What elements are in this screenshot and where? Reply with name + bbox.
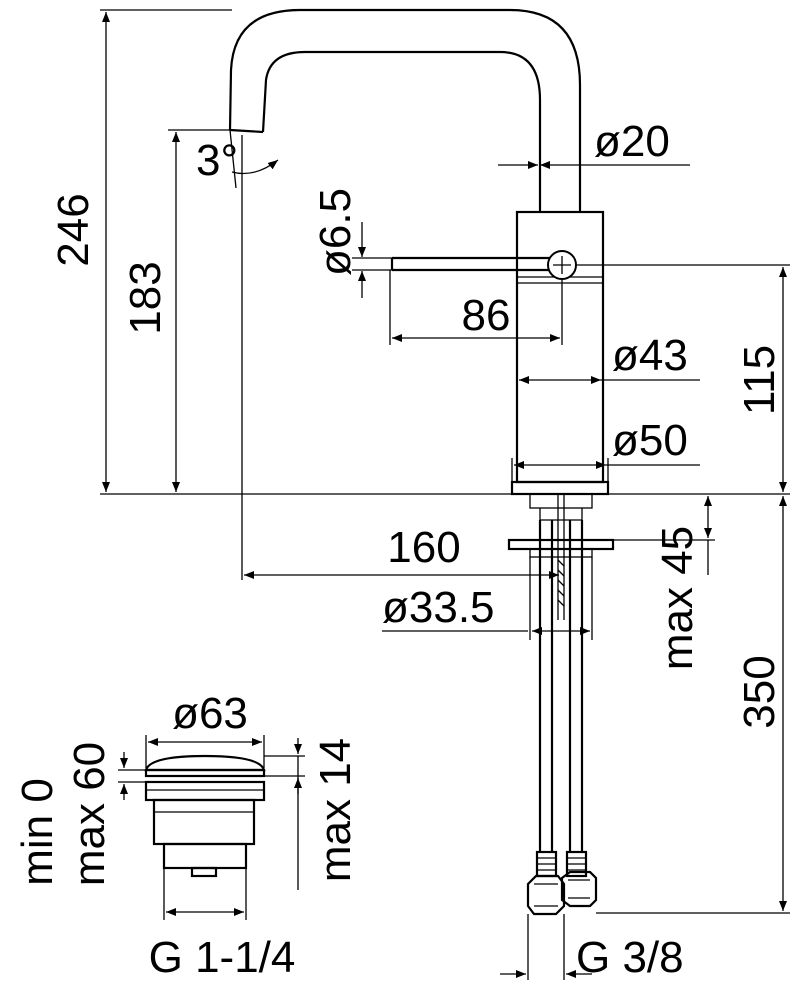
label-d63: ø63	[172, 689, 248, 738]
faucet-dimension-lines	[100, 9, 790, 980]
faucet-outline	[228, 8, 615, 916]
label-160: 160	[387, 523, 460, 572]
dimension-labels: 246 183 3° ø20 ø6.5 86 ø43 ø50 115 160 ø…	[13, 117, 784, 982]
waste-dimension-lines	[118, 735, 305, 920]
label-max-14: max 14	[311, 738, 360, 882]
waste-outline	[144, 754, 266, 878]
label-3-deg: 3°	[196, 136, 238, 185]
label-min-0: min 0	[13, 778, 62, 886]
label-115: 115	[735, 345, 784, 415]
label-246: 246	[49, 193, 98, 266]
label-d20: ø20	[594, 117, 670, 166]
label-max-45: max 45	[653, 526, 702, 670]
label-g-3-8: G 3/8	[576, 933, 684, 982]
label-d6-5: ø6.5	[311, 188, 360, 276]
label-d43: ø43	[612, 331, 688, 380]
label-350: 350	[735, 655, 784, 728]
label-max-60: max 60	[65, 742, 114, 886]
label-d50: ø50	[612, 416, 688, 465]
label-183: 183	[121, 261, 170, 334]
label-g-1-1-4: G 1-1/4	[149, 933, 296, 982]
label-d33-5: ø33.5	[382, 583, 495, 632]
label-86: 86	[462, 291, 511, 340]
